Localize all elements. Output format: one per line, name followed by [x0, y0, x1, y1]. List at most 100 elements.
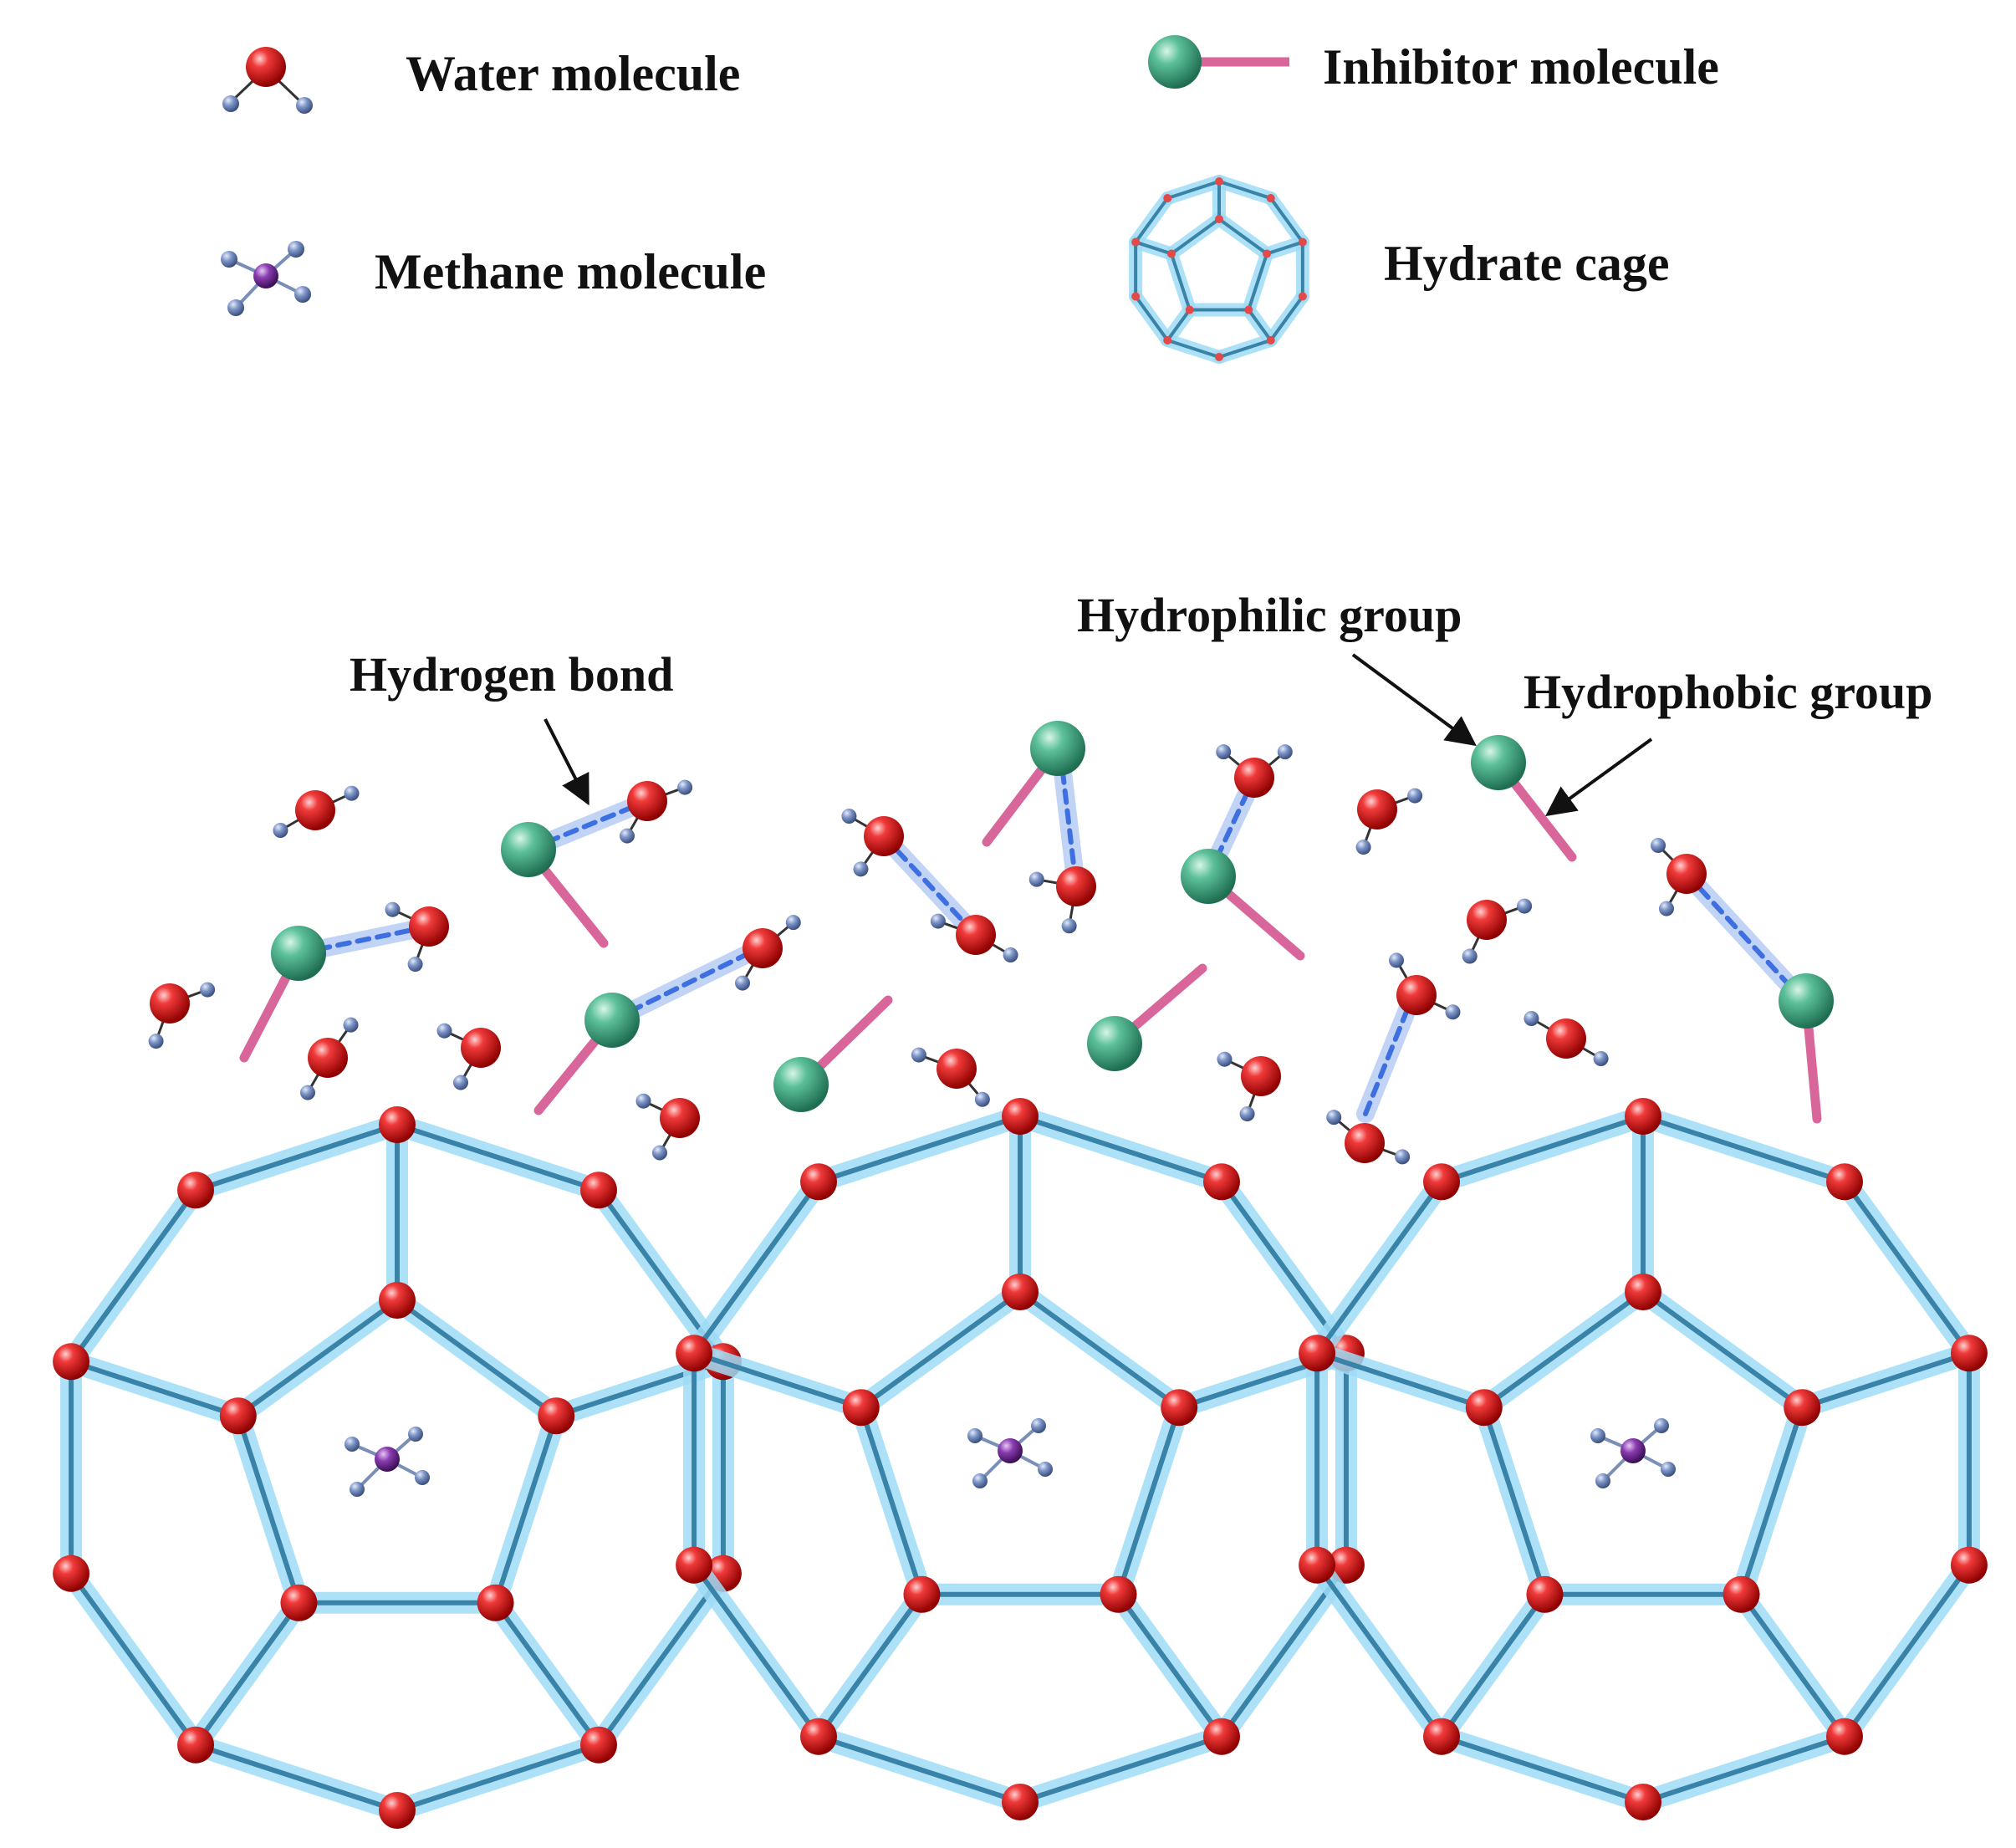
- water-oxygen-atom: [743, 928, 783, 968]
- water-hydrogen-atom: [344, 785, 360, 801]
- methane-molecule: [1590, 1418, 1676, 1488]
- water-molecule: [436, 1023, 501, 1090]
- hydrate-cage-3-edge: [1481, 1405, 1548, 1597]
- inhibitor-molecule: [982, 721, 1085, 847]
- inhibitor-molecule: [1181, 849, 1305, 961]
- hydrogen-bond: [875, 827, 985, 944]
- hydrate-cage-3-water-node: [1526, 1575, 1564, 1613]
- inhibitor-molecule: [239, 926, 326, 1063]
- legend-cage-edge: [1134, 240, 1173, 256]
- water-oxygen-atom: [1467, 900, 1507, 940]
- water-oxygen-atom: [409, 906, 449, 947]
- legend-cage-edge: [1268, 197, 1304, 244]
- inhibitor-molecule: [1087, 963, 1207, 1071]
- water-molecule: [273, 785, 360, 838]
- legend-cage-water-node: [1163, 335, 1172, 345]
- hydrate-cage-3-water-node: [1723, 1575, 1760, 1613]
- hydrophilic-arrow: [1351, 653, 1477, 747]
- hydrate-cage-3-edge: [1841, 1562, 1972, 1739]
- water-oxygen-atom: [1666, 854, 1707, 894]
- water-hydrogen-atom: [407, 957, 423, 972]
- methane-hydrogen-atom: [415, 1470, 430, 1485]
- legend-cage-water-node: [1215, 177, 1223, 186]
- legend-cage-edge: [1247, 252, 1269, 312]
- legend-cage-water-node: [1215, 215, 1223, 223]
- hydrate-cage-2-water-node: [842, 1389, 880, 1427]
- legend-cage-icon: [1129, 175, 1309, 364]
- legend-cage-edge: [1166, 308, 1192, 342]
- legend-cage-water-node: [1298, 292, 1307, 301]
- water-molecules: [148, 744, 1707, 1165]
- hydrate-cage-3-water-node: [1825, 1163, 1863, 1201]
- hydrate-cage-2-edge: [1115, 1405, 1182, 1597]
- methane-hydrogen-atom: [1595, 1473, 1610, 1488]
- water-oxygen-atom: [1241, 1056, 1281, 1096]
- hydrate-cage-3-edge: [1439, 1591, 1548, 1739]
- water-hydrogen-atom: [1028, 871, 1044, 887]
- hydrate-cage-3-edge: [1314, 1350, 1487, 1411]
- methane-carbon-atom: [375, 1447, 400, 1472]
- hydrogen-bond: [1677, 865, 1814, 1011]
- legend-methane-label: Methane molecule: [375, 244, 766, 299]
- annotations: Hydrogen bond Hydrophilic group Hydropho…: [350, 588, 1932, 817]
- hydrate-cage-1-water-node: [177, 1172, 215, 1209]
- hydrate-cage-1-water-node: [53, 1343, 90, 1381]
- hydrate-cage-1-water-node: [579, 1726, 617, 1764]
- inhibitor-molecule: [533, 993, 640, 1115]
- hydrate-cage-2-edge: [858, 1289, 1023, 1411]
- water-hydrogen-atom: [635, 1093, 651, 1109]
- water-hydrogen-atom: [343, 1017, 359, 1033]
- methane-carbon-atom: [998, 1438, 1023, 1463]
- hydrate-cage-2-water-node: [1002, 1274, 1039, 1310]
- inhibitor-molecule: [1471, 735, 1577, 862]
- legend-cage-edge: [1166, 180, 1221, 201]
- legend-cage-edge: [1134, 294, 1170, 342]
- methane-molecule: [967, 1418, 1053, 1488]
- hydrate-cage-1-water-node: [379, 1282, 416, 1319]
- inhibitor-hydrophilic-head: [584, 993, 640, 1048]
- water-oxygen-atom: [1357, 789, 1397, 830]
- hydrate-cage-2-edge: [1018, 1289, 1182, 1411]
- hydrate-cage-1-edge: [595, 1570, 726, 1748]
- water-molecule: [1389, 952, 1461, 1020]
- methane-hydrogen-atom: [350, 1482, 365, 1497]
- water-oxygen-atom: [937, 1049, 977, 1089]
- legend-cage-edge: [1265, 240, 1304, 256]
- legend-inhibitor-label: Inhibitor molecule: [1323, 39, 1719, 94]
- hydrate-cage-2-water-node: [800, 1163, 838, 1201]
- hydrate-cage-3-edge: [1314, 1562, 1445, 1739]
- water-hydrogen-atom: [974, 1091, 990, 1107]
- legend-cage-water-node: [1266, 335, 1275, 345]
- hydrogen-bonds: [289, 742, 1814, 1123]
- hydrate-cage-lattice: [53, 1098, 1988, 1829]
- hydrogen-bond-line: [1363, 993, 1416, 1116]
- hydrate-cage-3-water-node: [1825, 1718, 1863, 1755]
- water-hydrogen-atom: [853, 861, 869, 877]
- hydrate-cage-2-edge: [1115, 1591, 1224, 1739]
- hydrate-cage-1-edge: [193, 1600, 302, 1748]
- water-hydrogen-atom: [652, 1145, 667, 1161]
- water-molecule: [1462, 898, 1533, 964]
- water-molecule: [841, 809, 904, 877]
- hydrate-cage-1-edge: [395, 1742, 601, 1813]
- inhibitor-hydrophilic-head: [1181, 849, 1236, 904]
- water-molecule: [1355, 788, 1423, 855]
- methane-hydrogen-atom: [1038, 1462, 1053, 1477]
- hydrate-cage-2-edge: [1018, 1114, 1224, 1185]
- water-molecule: [1651, 838, 1707, 916]
- methane-hydrogen-atom: [967, 1428, 982, 1443]
- hydrate-cage-1-water-node: [477, 1584, 514, 1621]
- hydrate-cage-3-water-node: [1950, 1546, 1988, 1584]
- hydrate-cage-3-water-node: [1784, 1389, 1821, 1427]
- legend-cage-water-node: [1298, 237, 1307, 247]
- hydrate-cage-1-edge: [395, 1298, 559, 1419]
- legend-cage-water-node: [1266, 194, 1275, 203]
- hydrate-cage-2-water-node: [1002, 1784, 1039, 1820]
- hydrate-cage-3-edge: [1841, 1179, 1972, 1356]
- legend-cage-water-node: [1131, 237, 1141, 247]
- water-hydrogen-atom: [1517, 898, 1533, 914]
- water-hydrogen-atom: [1407, 788, 1423, 804]
- hydrate-cage-2-edge: [816, 1733, 1023, 1805]
- hydrophilic-label: Hydrophilic group: [1077, 588, 1462, 642]
- water-oxygen-atom: [956, 915, 996, 955]
